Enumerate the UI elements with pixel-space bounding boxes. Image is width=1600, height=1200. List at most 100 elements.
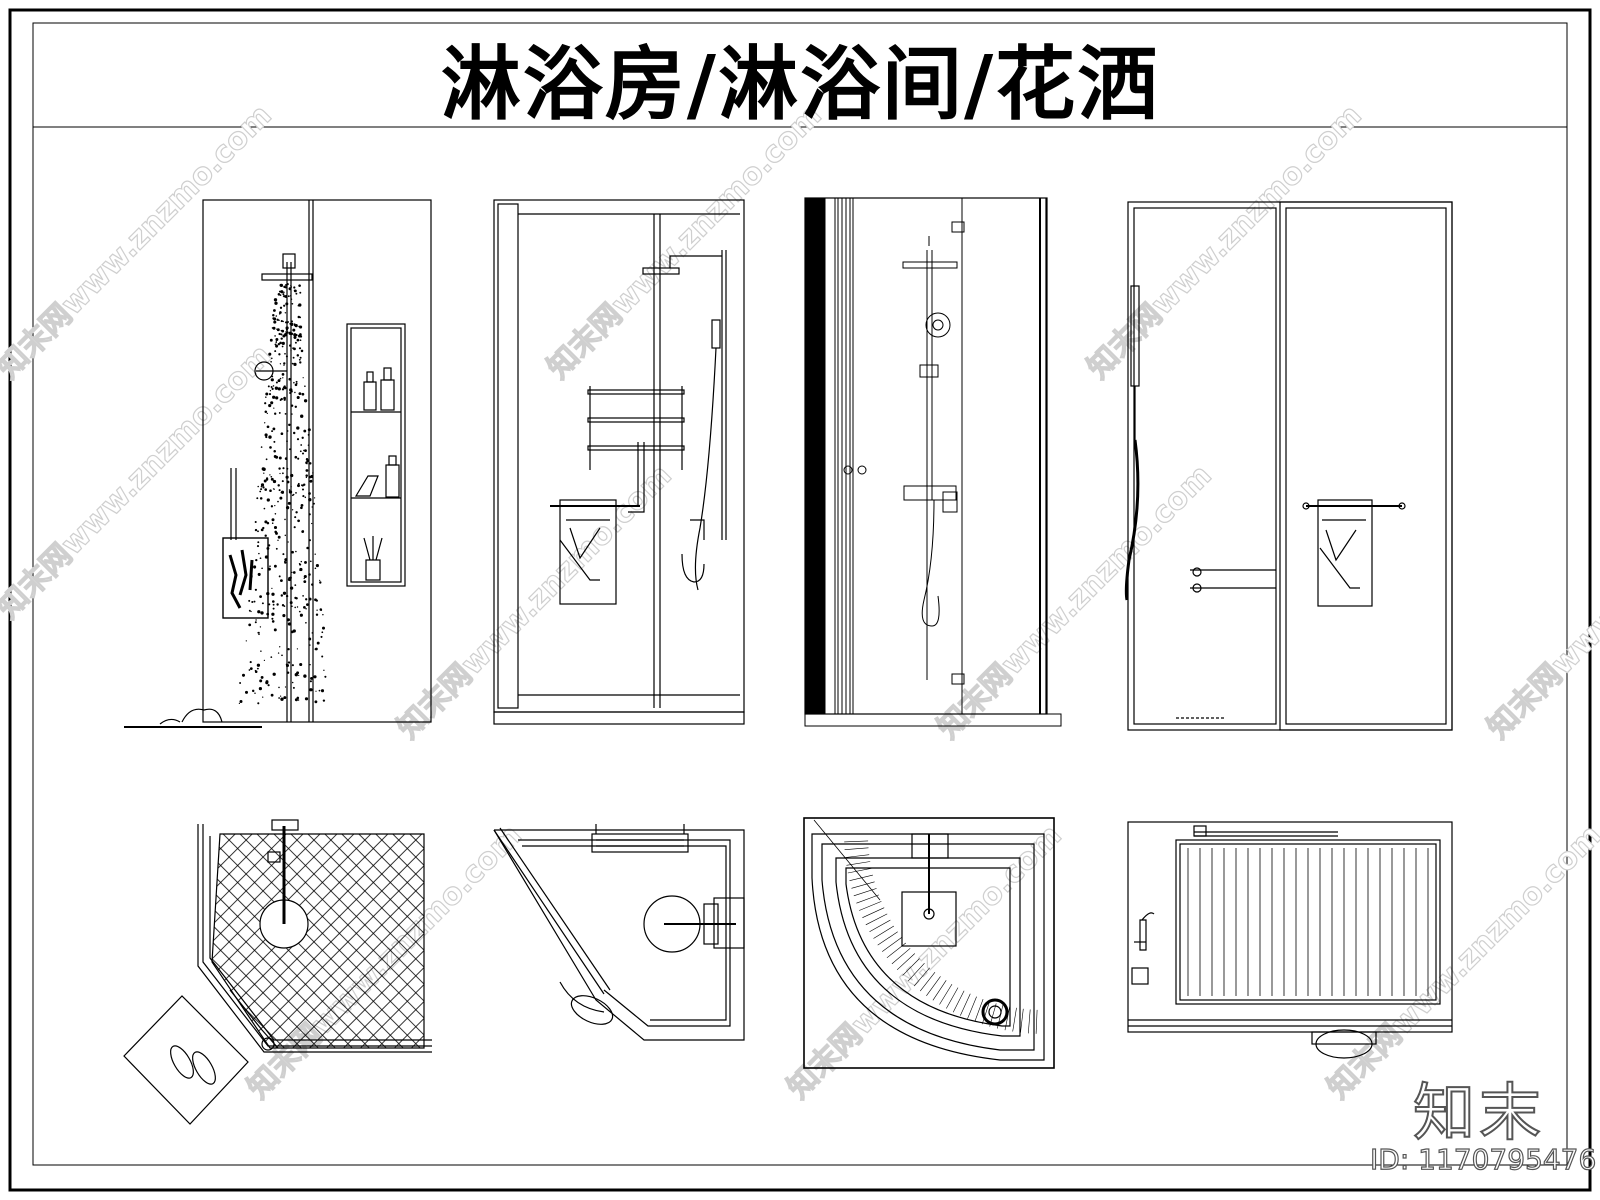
rain-drop xyxy=(293,526,296,529)
rain-drop xyxy=(291,320,293,323)
rain-drop xyxy=(291,550,294,554)
rain-drop xyxy=(282,467,285,470)
rain-drop xyxy=(311,506,313,508)
rain-drop xyxy=(286,467,289,470)
rain-drop xyxy=(290,350,292,352)
rain-drop xyxy=(280,290,284,294)
rain-drop xyxy=(288,490,293,494)
shower-plan-diamond-tiled xyxy=(123,819,432,1125)
rain-drop xyxy=(259,497,263,500)
rain-drop xyxy=(274,335,276,337)
rain-drop xyxy=(309,664,311,666)
rain-drop xyxy=(279,283,284,288)
rain-drop xyxy=(305,476,308,479)
rain-drop xyxy=(315,690,317,692)
rain-drop xyxy=(294,455,298,459)
rain-drop xyxy=(281,654,283,657)
rain-drop xyxy=(265,680,269,684)
watermark-text: 知末网www.znzmo.com xyxy=(1081,98,1369,386)
rain-drop xyxy=(285,506,290,510)
rain-drop xyxy=(256,497,259,500)
rain-drop xyxy=(275,531,278,535)
rain-drop xyxy=(302,530,304,532)
rain-drop xyxy=(282,334,286,338)
rain-drop xyxy=(308,539,311,542)
rain-drop xyxy=(286,440,288,443)
rain-drop xyxy=(322,613,324,616)
rain-drop xyxy=(310,676,313,680)
rain-drop xyxy=(271,617,274,620)
hatch-line xyxy=(913,967,930,987)
hatch-line xyxy=(856,894,880,904)
rain-drop xyxy=(248,609,251,612)
inner-border xyxy=(32,22,1568,1166)
rain-drop xyxy=(275,340,277,342)
rain-drop xyxy=(298,358,301,361)
rain-drop xyxy=(282,320,284,323)
rain-drop xyxy=(281,373,285,376)
rain-drop xyxy=(287,661,291,664)
rain-drop xyxy=(299,563,302,566)
rain-drop xyxy=(275,344,279,348)
rain-drop xyxy=(257,485,259,488)
rain-drop xyxy=(296,395,300,400)
rain-drop xyxy=(307,428,311,432)
rain-drop xyxy=(314,553,316,555)
rain-drop xyxy=(308,513,311,516)
rain-drop xyxy=(260,483,265,487)
rain-drop xyxy=(269,565,271,567)
rain-drop xyxy=(263,472,265,474)
rain-drop xyxy=(260,488,263,491)
rain-drop xyxy=(262,486,265,489)
rain-drop xyxy=(292,356,295,359)
rain-drop xyxy=(284,312,287,314)
rain-drop xyxy=(275,315,278,317)
rain-drop xyxy=(281,341,285,346)
rain-drop xyxy=(257,541,260,544)
hatch-line xyxy=(919,972,936,992)
rain-drop xyxy=(304,496,307,499)
rain-drop xyxy=(263,507,266,510)
rain-drop xyxy=(289,294,292,297)
hatch-line xyxy=(851,881,875,889)
hatch-line xyxy=(974,998,984,1022)
rain-drop xyxy=(260,650,262,652)
rain-drop xyxy=(321,655,324,658)
rain-drop xyxy=(294,323,298,328)
rain-drop xyxy=(269,338,273,342)
rain-drop xyxy=(271,620,275,623)
rain-drop xyxy=(315,613,319,616)
rain-drop xyxy=(287,501,291,505)
rain-drop xyxy=(278,353,281,356)
rain-drop xyxy=(289,448,291,451)
rain-drop xyxy=(273,309,276,312)
rain-drop xyxy=(300,560,303,563)
rain-drop xyxy=(254,528,258,532)
rain-drop xyxy=(288,287,292,291)
rain-drop xyxy=(295,380,298,383)
watermark-text: 知末网www.znzmo.com xyxy=(541,98,829,386)
rain-drop xyxy=(293,362,297,367)
rain-drop xyxy=(273,628,277,632)
rain-drop xyxy=(298,610,301,613)
rain-drop xyxy=(260,611,264,615)
rain-drop xyxy=(273,449,276,453)
rain-drop xyxy=(314,567,317,570)
rain-drop xyxy=(319,579,321,582)
rain-drop xyxy=(291,302,294,305)
rain-drop xyxy=(302,377,304,379)
shower-elevation-double-panel xyxy=(1124,201,1453,731)
rain-drop xyxy=(324,675,327,678)
rain-drop xyxy=(271,387,274,391)
rain-drop xyxy=(322,699,326,702)
rain-drop xyxy=(299,662,303,667)
rain-drop xyxy=(291,571,293,574)
rain-drop xyxy=(297,519,300,523)
rain-drop xyxy=(304,449,307,452)
hatch-line xyxy=(1035,1009,1038,1034)
rain-drop xyxy=(295,550,297,553)
rain-drop xyxy=(260,446,263,448)
rain-drop xyxy=(278,697,280,699)
rain-drop xyxy=(265,396,267,398)
rain-drop xyxy=(303,399,308,403)
